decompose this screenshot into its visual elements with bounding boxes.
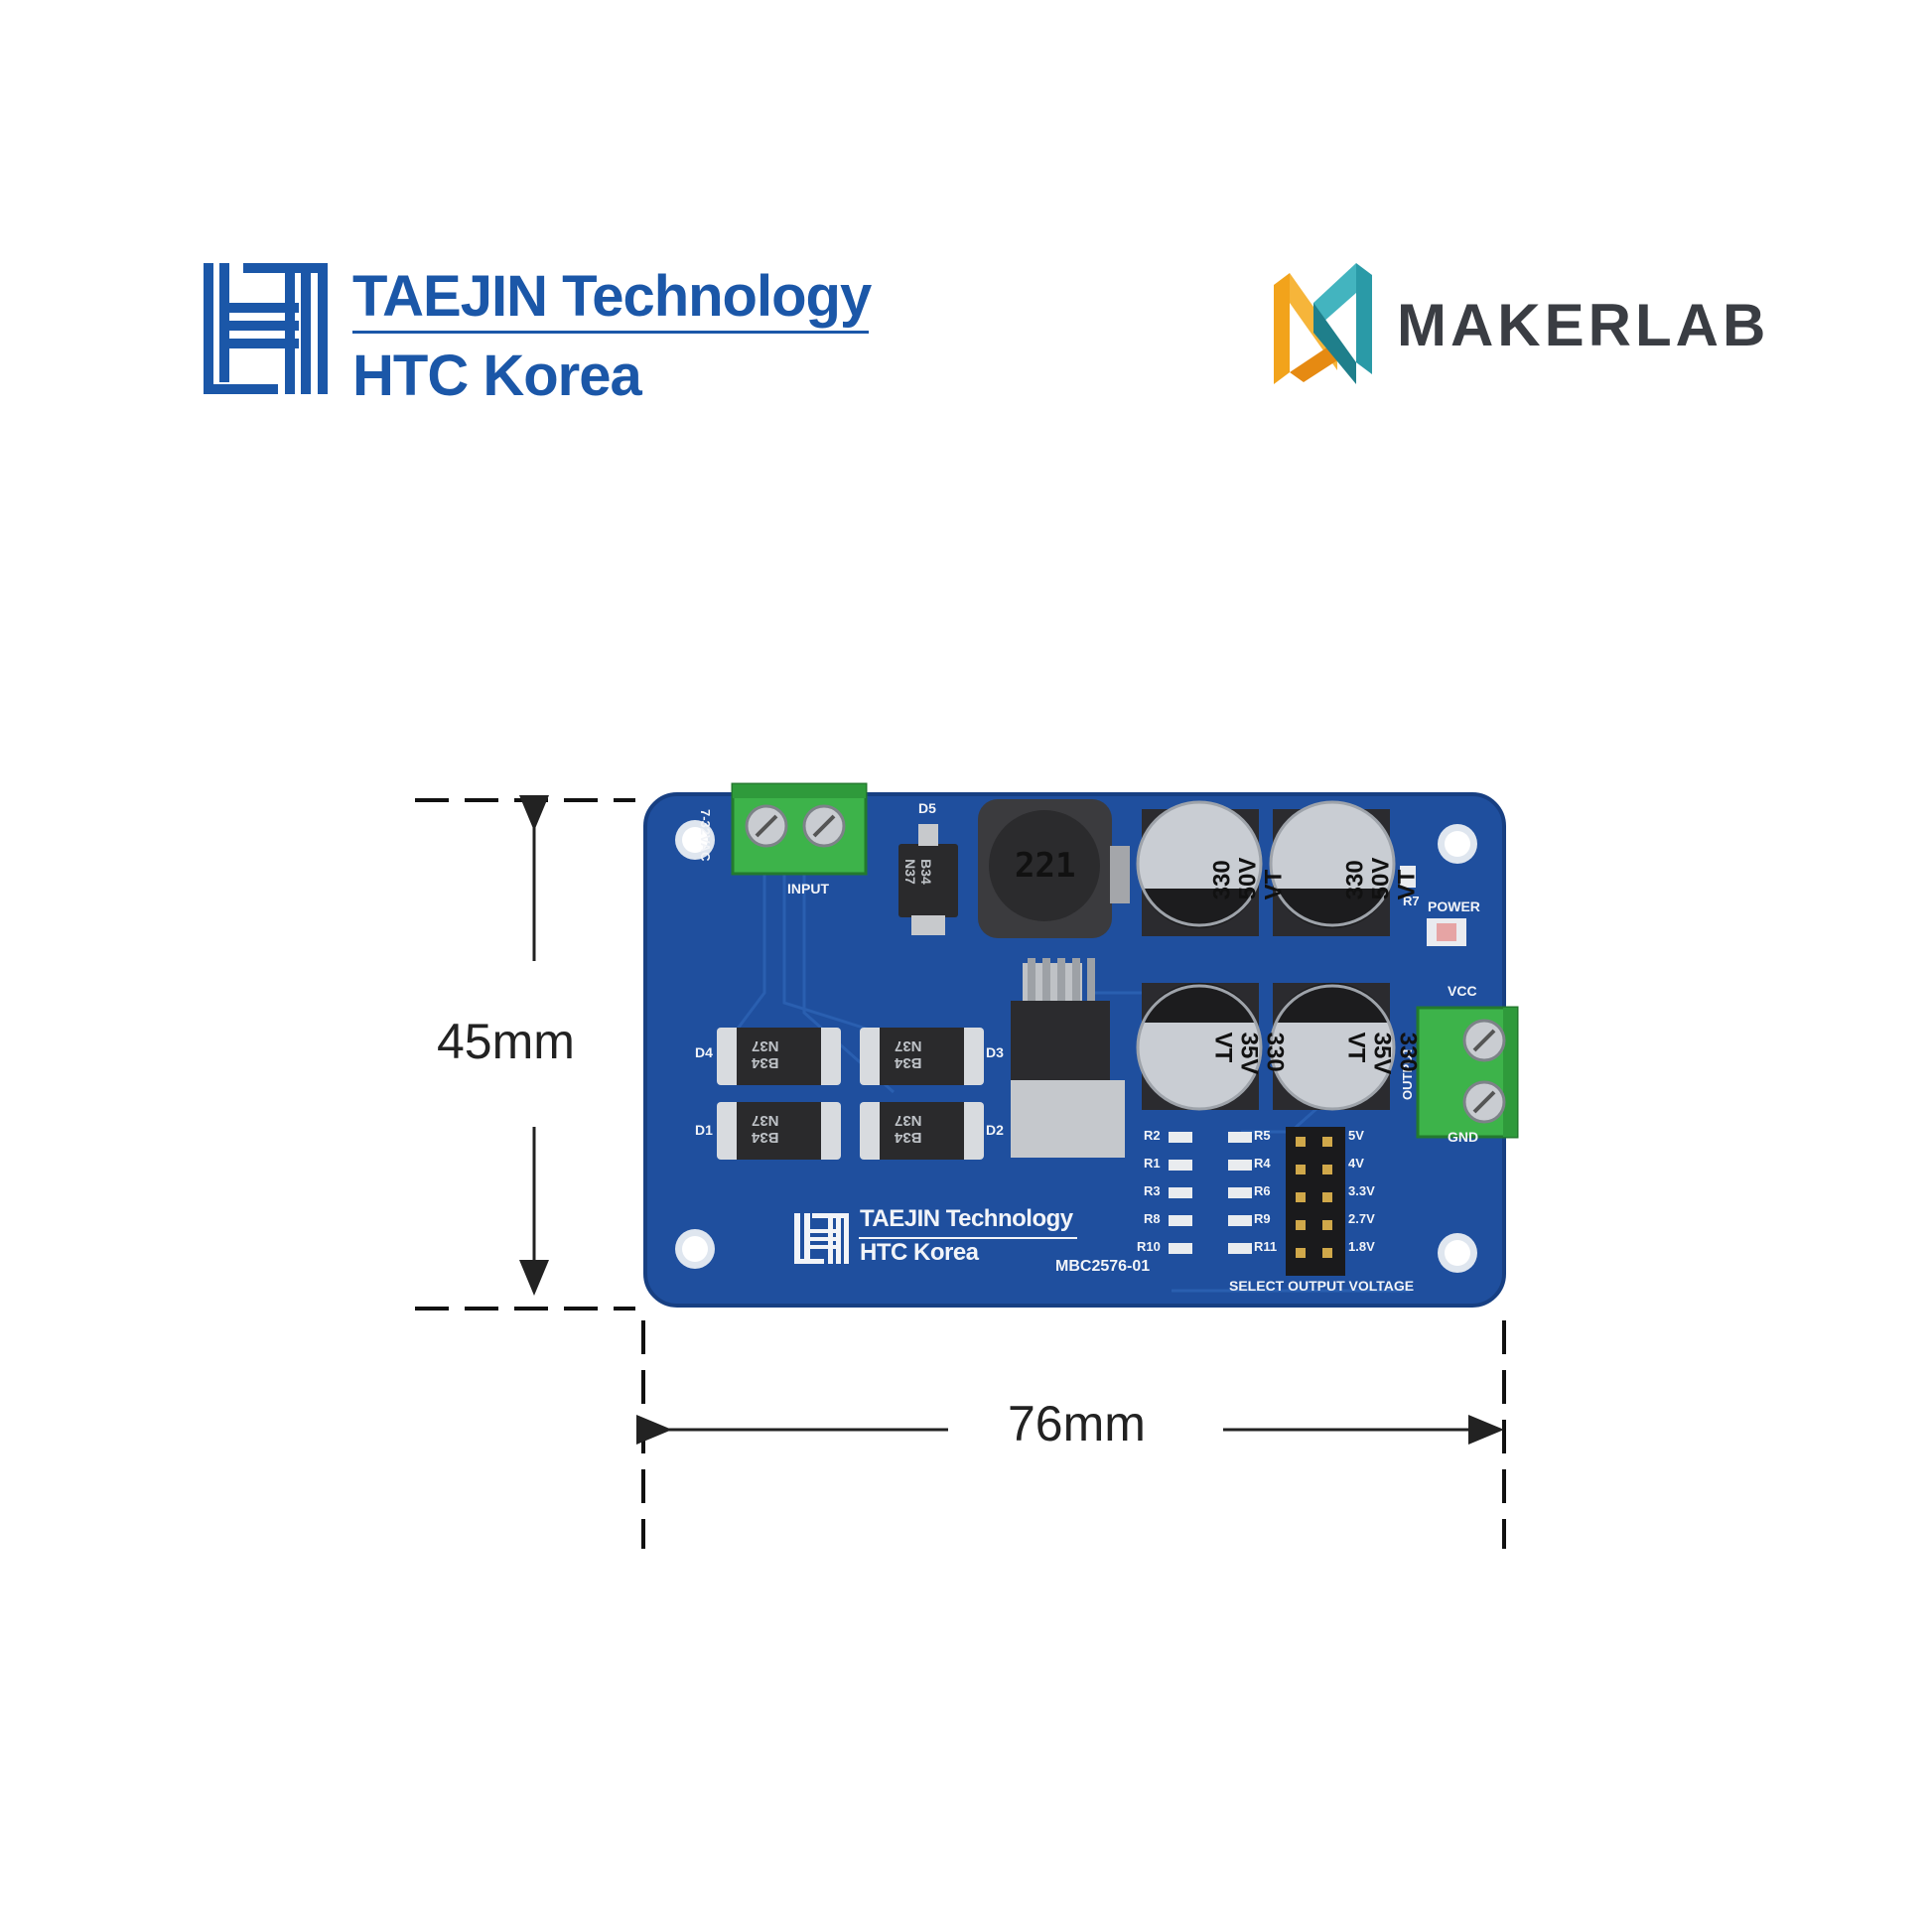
board-htc-mark-icon <box>794 1213 849 1264</box>
resistor-label: R3 <box>1144 1183 1161 1198</box>
d4-label: D4 <box>695 1044 713 1060</box>
voltage-option: 2.7V <box>1348 1211 1375 1226</box>
voltage-option: 1.8V <box>1348 1239 1375 1254</box>
taejin-logo: TAEJIN Technology HTC Korea <box>204 263 879 408</box>
htc-korea-name: HTC Korea <box>352 344 642 408</box>
makerlab-name: MAKERLAB <box>1397 292 1770 358</box>
r7-label: R7 <box>1403 894 1420 908</box>
board-brand-line2: HTC Korea <box>860 1239 979 1266</box>
diodes-d1-d4 <box>717 1028 984 1160</box>
voltage-jumper-header <box>1286 1127 1345 1276</box>
d1-label: D1 <box>695 1122 713 1138</box>
power-led <box>1400 866 1466 946</box>
model-label: MBC2576-01 <box>1055 1258 1151 1275</box>
power-label: POWER <box>1428 898 1480 914</box>
resistor-label: R1 <box>1144 1156 1161 1171</box>
htc-mark-icon <box>204 263 328 394</box>
resistor-label: R2 <box>1144 1128 1161 1143</box>
resistor-pads <box>1169 1132 1252 1254</box>
mounting-holes <box>675 820 1477 1273</box>
regulator-ic <box>1011 958 1125 1158</box>
inductor <box>978 799 1130 938</box>
makerlab-mark-icon <box>1274 263 1372 384</box>
voltage-option: 5V <box>1348 1128 1364 1143</box>
d5-label: D5 <box>918 800 936 816</box>
vcc-label: VCC <box>1448 983 1477 999</box>
d2-label: D2 <box>986 1122 1004 1138</box>
input-terminal <box>731 782 868 876</box>
voltage-option: 4V <box>1348 1156 1364 1171</box>
output-terminal <box>1416 1006 1519 1139</box>
capacitors <box>1136 800 1396 1111</box>
input-label: INPUT <box>787 881 829 897</box>
diode-d5 <box>898 824 958 935</box>
resistor-label: R6 <box>1254 1183 1271 1198</box>
resistor-label: R11 <box>1254 1239 1278 1254</box>
taejin-rule <box>352 331 869 334</box>
resistor-label: R4 <box>1254 1156 1271 1171</box>
resistor-label: R10 <box>1137 1239 1161 1254</box>
board-brand-line1: TAEJIN Technology <box>860 1205 1073 1232</box>
gnd-label: GND <box>1448 1129 1479 1145</box>
select-voltage-label: SELECT OUTPUT VOLTAGE <box>1229 1278 1415 1294</box>
resistor-label: R9 <box>1254 1211 1271 1226</box>
voltage-option: 3.3V <box>1348 1183 1375 1198</box>
resistor-label: R5 <box>1254 1128 1271 1143</box>
width-dimension-label: 76mm <box>1008 1396 1146 1451</box>
makerlab-logo: MAKERLAB <box>1266 263 1782 392</box>
height-dimension-label: 45mm <box>437 1014 575 1069</box>
input-voltage-label: 7-32VAC <box>698 809 713 862</box>
taejin-name: TAEJIN Technology <box>352 264 872 329</box>
resistor-label: R8 <box>1144 1211 1161 1226</box>
d3-label: D3 <box>986 1044 1004 1060</box>
inductor-marking: 221 <box>1015 846 1076 886</box>
